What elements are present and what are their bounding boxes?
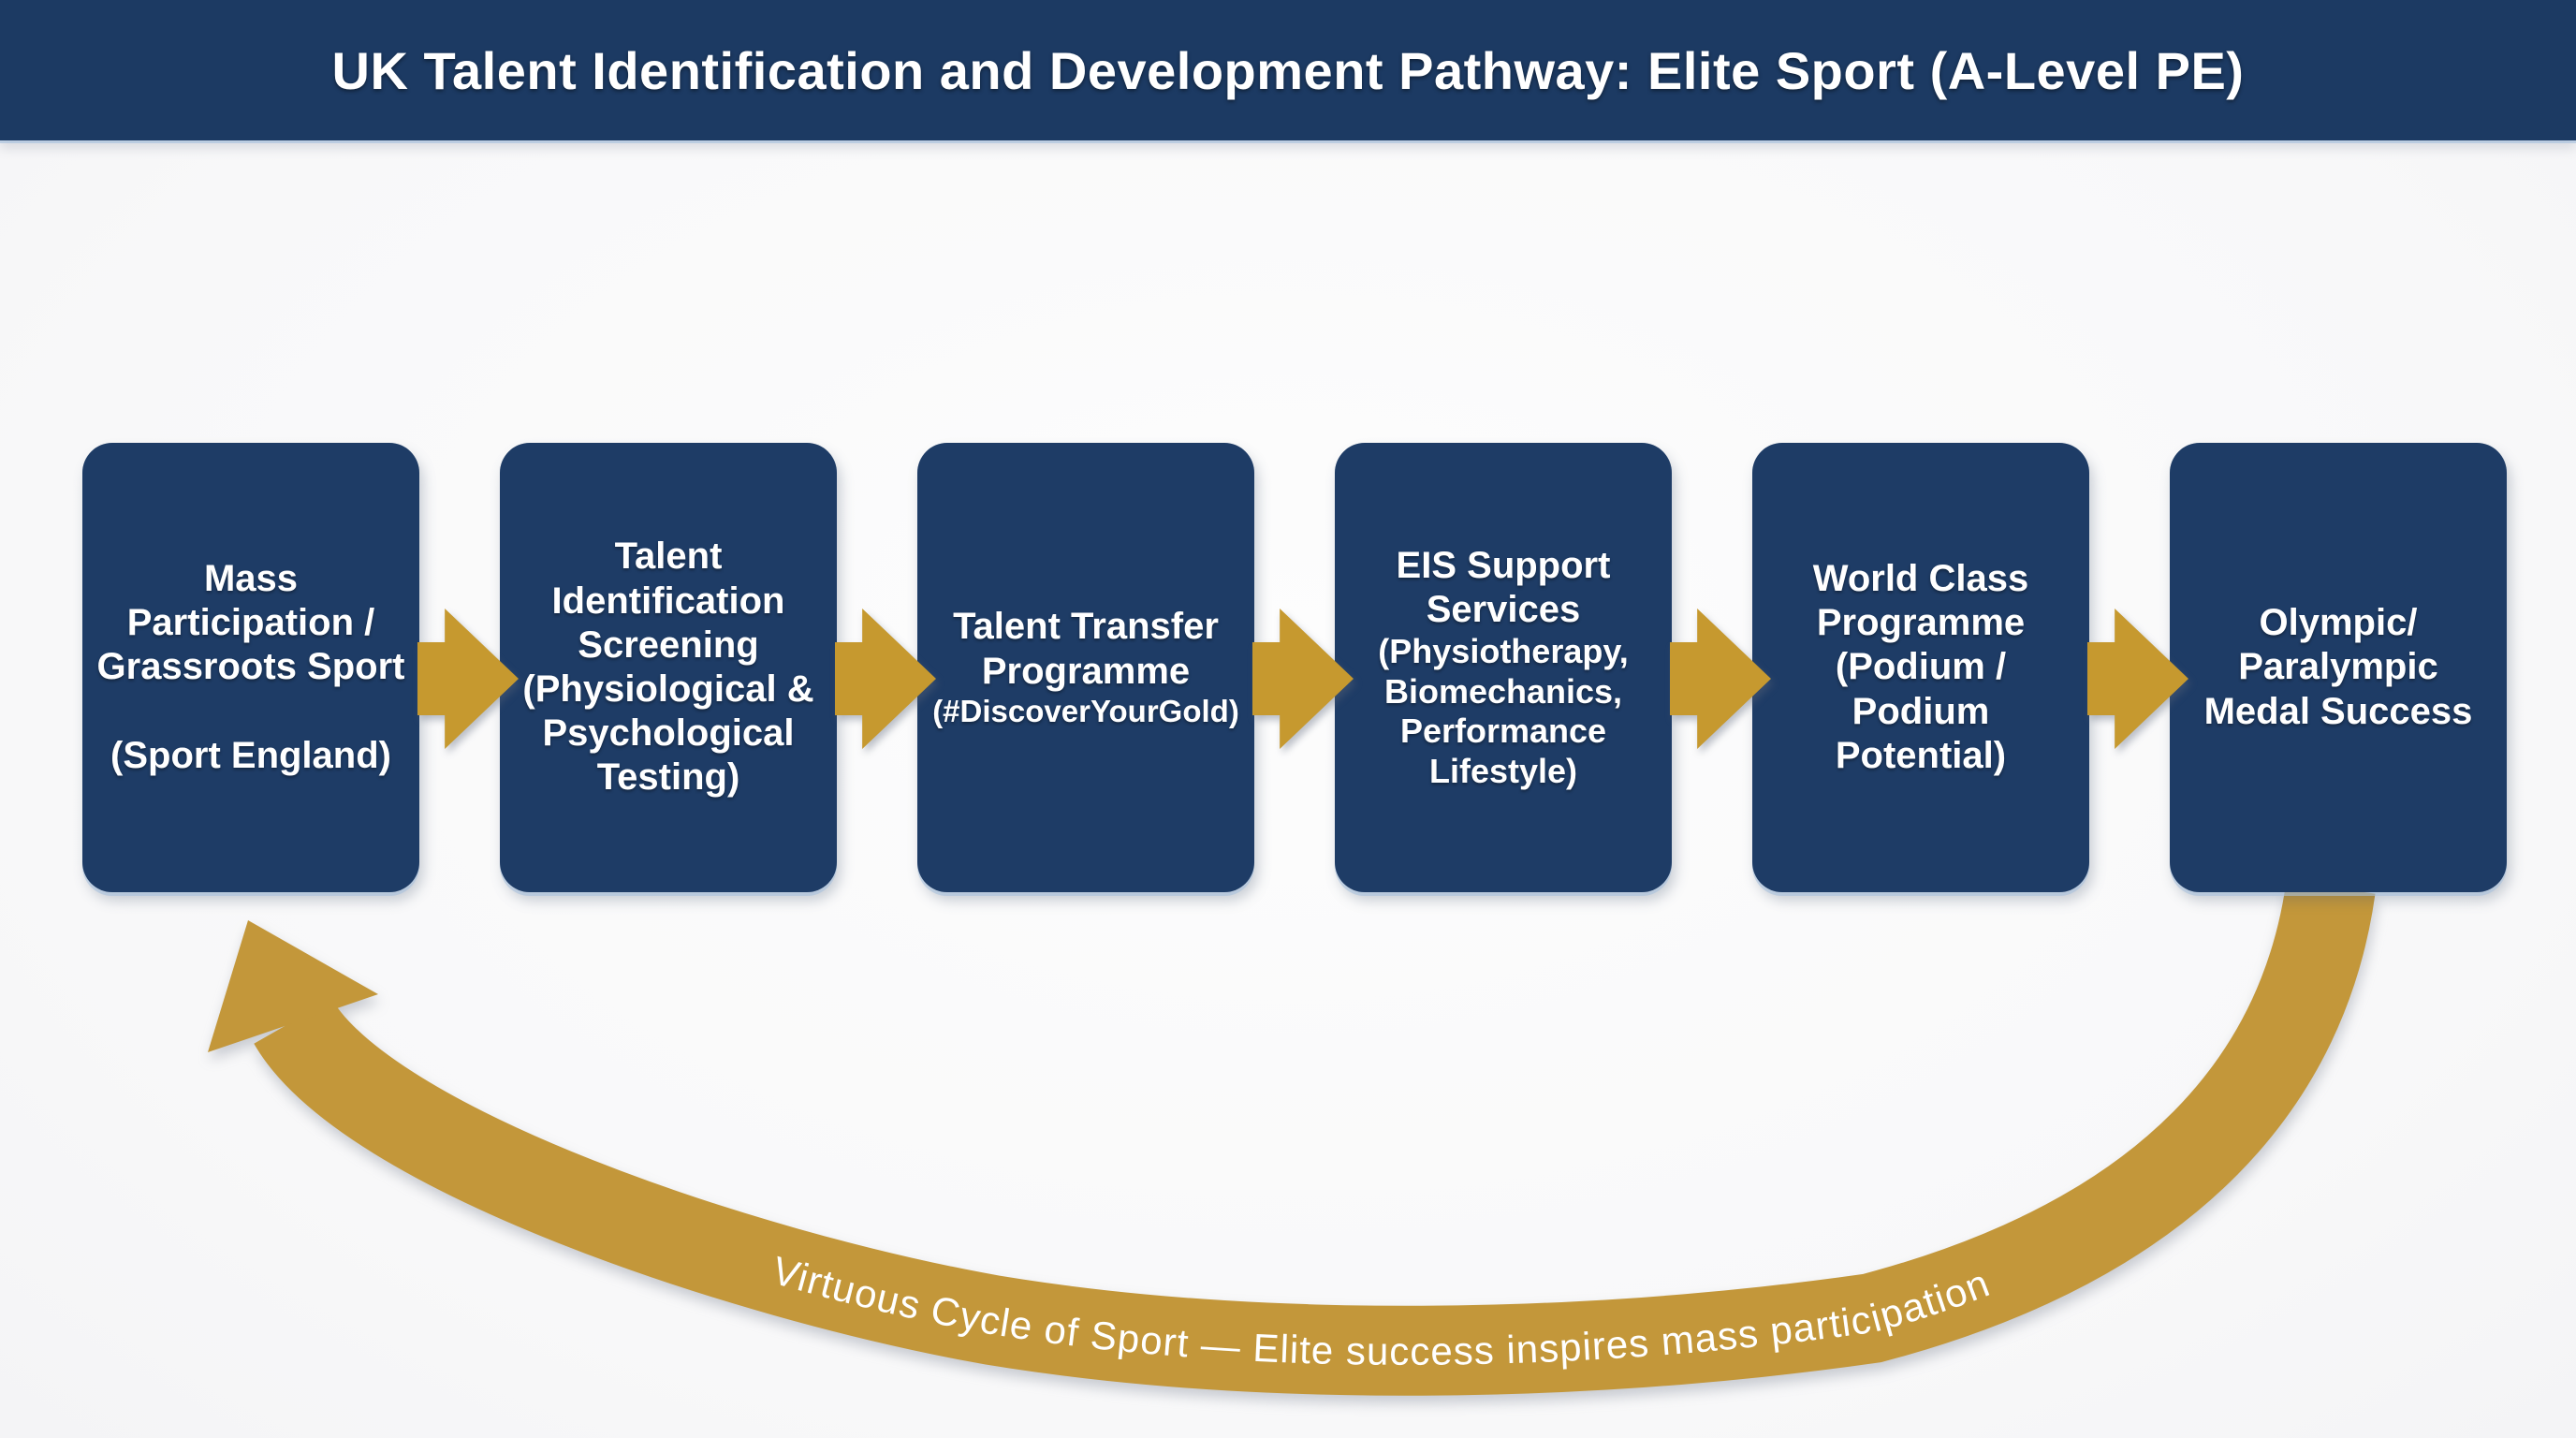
right-arrow-icon [1670, 609, 1771, 749]
stage-subtitle: (#DiscoverYourGold) [932, 693, 1239, 728]
stage-box-world-class-programme: World Class Programme (Podium / Podium P… [1752, 443, 2089, 892]
stage-title: EIS Support Services [1396, 544, 1611, 631]
stage-title: Talent Identification Screening [551, 536, 785, 666]
right-arrow-icon [835, 609, 936, 749]
stage-subtitle: (Sport England) [110, 735, 391, 777]
cycle-arrow-band [254, 880, 2376, 1396]
cycle-arrowhead-icon [208, 920, 378, 1052]
right-arrow-icon [417, 609, 519, 749]
stage-subtitle: (Physiotherapy, Biomechanics, Performanc… [1378, 632, 1629, 790]
right-arrow-icon [1252, 609, 1354, 749]
stage-title: Mass Participation / Grassroots Sport [96, 557, 405, 687]
stage-box-mass-participation: Mass Participation / Grassroots Sport (S… [82, 443, 419, 892]
stage-box-talent-identification: Talent Identification Screening (Physiol… [500, 443, 837, 892]
flow-arrow-icon-4 [1670, 609, 1771, 749]
stage-box-talent-transfer: Talent Transfer Programme (#DiscoverYour… [917, 443, 1254, 892]
stage-subtitle: (Physiological & Psychological Testing) [522, 668, 814, 799]
right-arrow-icon [2087, 609, 2188, 749]
stage-box-eis-support: EIS Support Services (Physiotherapy, Bio… [1335, 443, 1672, 892]
stage-title: Talent Transfer Programme [953, 606, 1219, 692]
stage-title: World Class Programme [1812, 558, 2029, 644]
flow-arrow-icon-2 [835, 609, 936, 749]
title-bar: UK Talent Identification and Development… [0, 0, 2576, 140]
flow-arrow-icon-1 [417, 609, 519, 749]
stage-box-medal-success: Olympic/ Paralympic Medal Success [2170, 443, 2507, 892]
stage-subtitle: (Podium / Podium Potential) [1835, 646, 2007, 776]
flow-arrow-icon-3 [1252, 609, 1354, 749]
flow-arrow-icon-5 [2087, 609, 2188, 749]
page-title: UK Talent Identification and Development… [331, 40, 2245, 100]
stage-title: Olympic/ Paralympic Medal Success [2203, 602, 2473, 732]
